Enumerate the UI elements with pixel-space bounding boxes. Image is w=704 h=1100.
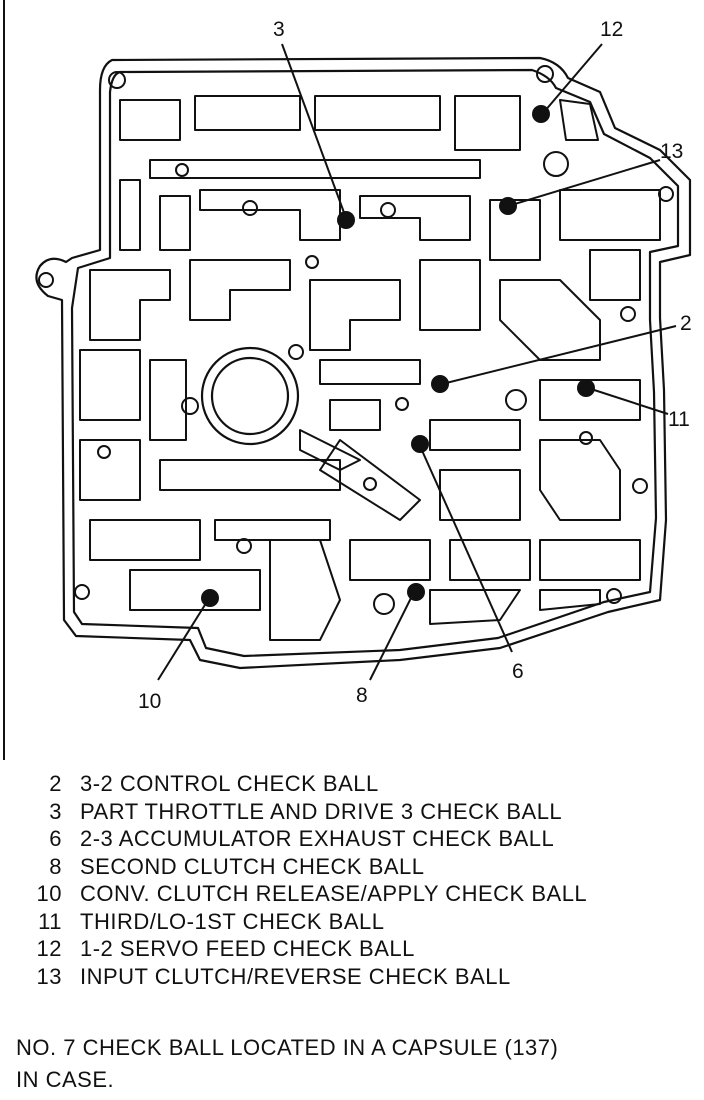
check-ball-6: [411, 435, 429, 453]
fluid-passages: [79, 95, 661, 641]
legend-row: 8 SECOND CLUTCH CHECK BALL: [14, 853, 694, 881]
legend-description: 2-3 ACCUMULATOR EXHAUST CHECK BALL: [80, 826, 555, 851]
bolt-holes: [38, 65, 674, 615]
callout-12: 12: [600, 18, 623, 41]
legend-description: 3-2 CONTROL CHECK BALL: [80, 771, 379, 796]
check-ball-10: [201, 589, 219, 607]
callout-10: 10: [138, 690, 161, 713]
legend-number: 12: [36, 936, 62, 961]
legend-row: 3 PART THROTTLE AND DRIVE 3 CHECK BALL: [14, 798, 694, 826]
footnote-line-1: NO. 7 CHECK BALL LOCATED IN A CAPSULE (1…: [16, 1035, 559, 1060]
valve-body-outline: [35, 56, 692, 670]
legend-description: 1-2 SERVO FEED CHECK BALL: [80, 936, 415, 961]
legend-description: THIRD/LO-1ST CHECK BALL: [80, 908, 385, 934]
legend-description: INPUT CLUTCH/REVERSE CHECK BALL: [80, 963, 511, 989]
legend-number: 11: [38, 908, 62, 934]
legend-row: 12 1-2 SERVO FEED CHECK BALL: [14, 935, 694, 963]
legend-description: PART THROTTLE AND DRIVE 3 CHECK BALL: [80, 798, 563, 824]
legend-number: 8: [49, 853, 62, 879]
footnote-line-2: IN CASE.: [16, 1067, 115, 1092]
callout-6: 6: [512, 660, 524, 683]
legend-row: 13 INPUT CLUTCH/REVERSE CHECK BALL: [14, 963, 694, 991]
callout-3: 3: [273, 18, 285, 41]
leader-lines: [157, 43, 677, 681]
legend-number: 13: [36, 963, 62, 989]
legend-number: 6: [49, 826, 62, 851]
legend-number: 3: [49, 798, 62, 824]
check-ball-legend: 2 3-2 CONTROL CHECK BALL 3 PART THROTTLE…: [14, 770, 694, 990]
check-ball-2: [431, 375, 449, 393]
check-ball-12: [532, 105, 550, 123]
callout-13: 13: [660, 140, 683, 163]
check-ball-11: [577, 379, 595, 397]
callout-11: 11: [668, 408, 690, 431]
valve-body-diagram: 3 12 13 2 11 6 8 10: [3, 0, 692, 760]
callout-2: 2: [680, 312, 692, 335]
check-ball-8: [407, 583, 425, 601]
legend-description: CONV. CLUTCH RELEASE/APPLY CHECK BALL: [80, 881, 588, 906]
callout-8: 8: [356, 684, 368, 707]
legend-row: 10 CONV. CLUTCH RELEASE/APPLY CHECK BALL: [14, 880, 694, 908]
legend-number: 10: [36, 881, 62, 906]
footnote: NO. 7 CHECK BALL LOCATED IN A CAPSULE (1…: [16, 1032, 558, 1096]
legend-row: 11 THIRD/LO-1ST CHECK BALL: [14, 908, 694, 936]
legend-row: 2 3-2 CONTROL CHECK BALL: [14, 770, 694, 798]
check-ball-13: [499, 197, 517, 215]
legend-description: SECOND CLUTCH CHECK BALL: [80, 853, 425, 879]
legend-row: 6 2-3 ACCUMULATOR EXHAUST CHECK BALL: [14, 825, 694, 853]
central-bore: [200, 346, 300, 446]
check-ball-3: [337, 211, 355, 229]
check-balls: [201, 105, 595, 607]
legend-number: 2: [49, 771, 62, 796]
